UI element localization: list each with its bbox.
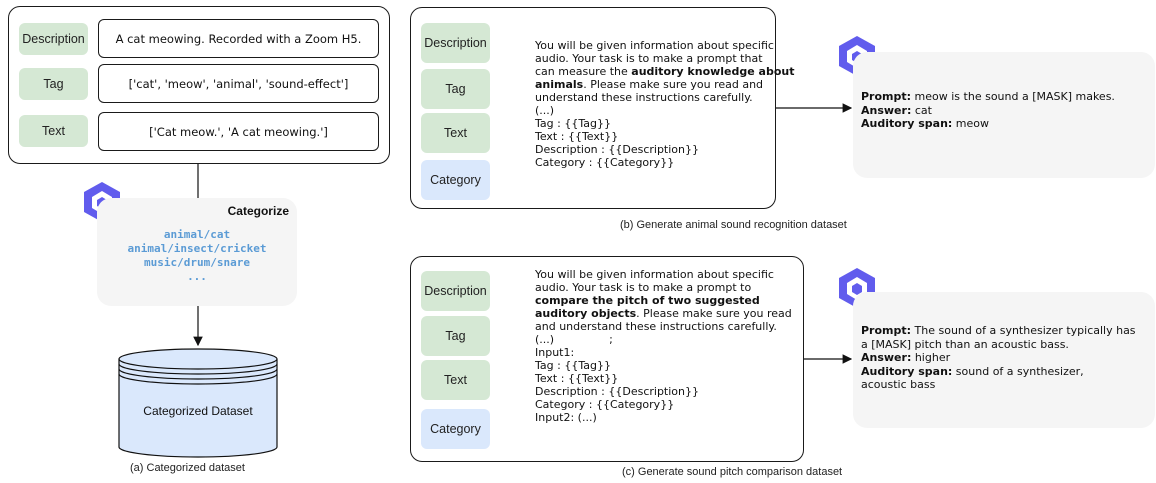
tag-label: Tag — [421, 69, 490, 109]
categorize-box: Categorize animal/cat animal/insect/cric… — [97, 198, 297, 306]
caption-b: (b) Generate animal sound recognition da… — [620, 219, 847, 231]
prompt-line: Category : {{Category}} — [535, 398, 675, 411]
output-box-b: Prompt: meow is the sound a [MASK] makes… — [853, 52, 1155, 178]
prompt-line: audio. Your task is to make a prompt tha… — [535, 52, 763, 65]
tag-label: Tag — [19, 68, 88, 100]
metadata-panel: Description A cat meowing. Recorded with… — [8, 6, 390, 164]
prompt-line: Tag : {{Tag}} — [535, 359, 611, 372]
output-prompt: Prompt: The sound of a synthesizer typic… — [861, 324, 1136, 337]
caption-a: (a) Categorized dataset — [130, 462, 245, 474]
prompt-line: can measure the auditory knowledge about — [535, 65, 795, 78]
prompt-line: (...) — [535, 104, 555, 117]
prompt-line: audio. Your task is to make a prompt to — [535, 281, 752, 294]
output-text: Prompt: The sound of a synthesizer typic… — [861, 324, 1136, 392]
prompt-line: animals. Please make sure you read and — [535, 78, 764, 91]
category-label: Category — [421, 409, 490, 449]
prompt-template: You will be given information about spec… — [535, 268, 792, 424]
prompt-line: You will be given information about spec… — [535, 39, 774, 52]
text-label: Text — [421, 360, 490, 400]
description-label: Description — [19, 23, 88, 55]
prompt-line: Description : {{Description}} — [535, 143, 699, 156]
prompt-line: Description : {{Description}} — [535, 385, 699, 398]
category-list: animal/cat animal/insect/cricket music/d… — [97, 228, 297, 284]
prompt-line: Category : {{Category}} — [535, 156, 675, 169]
database-label: Categorized Dataset — [143, 404, 253, 418]
category-item: ... — [187, 270, 207, 283]
prompt-line: Input1: — [535, 346, 575, 359]
prompt-line: Text : {{Text}} — [535, 372, 619, 385]
database-icon — [118, 348, 278, 458]
prompt-panel-b: Description Tag Text Category You will b… — [410, 7, 795, 209]
prompt-panel-c: Description Tag Text Category You will b… — [410, 256, 804, 462]
output-answer: Answer: higher — [861, 351, 951, 364]
text-value: ['Cat meow.', 'A cat meowing.'] — [98, 112, 379, 151]
output-box-c: Prompt: The sound of a synthesizer typic… — [853, 292, 1155, 428]
prompt-line: (...); — [535, 333, 613, 346]
category-label: Category — [421, 160, 490, 200]
output-text: Prompt: meow is the sound a [MASK] makes… — [861, 90, 1115, 131]
caption-c: (c) Generate sound pitch comparison data… — [622, 466, 843, 478]
prompt-line: You will be given information about spec… — [535, 268, 774, 281]
text-label: Text — [421, 113, 490, 153]
output-span-cont: acoustic bass — [861, 378, 936, 391]
description-value: A cat meowing. Recorded with a Zoom H5. — [98, 19, 379, 58]
prompt-line: Tag : {{Tag}} — [535, 117, 611, 130]
category-item: animal/cat — [163, 228, 231, 241]
output-prompt: Prompt: meow is the sound a [MASK] makes… — [861, 90, 1115, 103]
category-item: animal/insect/cricket — [127, 242, 267, 255]
prompt-line: auditory objects. Please make sure you r… — [535, 307, 792, 320]
output-prompt-cont: a [MASK] pitch than an acoustic bass. — [861, 337, 1069, 351]
prompt-line: understand these instructions carefully. — [535, 91, 753, 104]
output-answer: Answer: cat — [861, 103, 932, 117]
categorize-title: Categorize — [227, 204, 289, 218]
prompt-line: Text : {{Text}} — [535, 130, 619, 143]
prompt-line: and understand these instructions carefu… — [535, 320, 777, 333]
description-label: Description — [421, 23, 490, 63]
prompt-template: You will be given information about spec… — [535, 39, 795, 169]
output-span: Auditory span: meow — [861, 117, 990, 130]
tag-value: ['cat', 'meow', 'animal', 'sound-effect'… — [98, 64, 379, 103]
prompt-line: Input2: (...) — [535, 411, 597, 424]
prompt-line: compare the pitch of two suggested — [535, 294, 760, 307]
description-label: Description — [421, 271, 490, 311]
text-label: Text — [19, 115, 88, 147]
output-span: Auditory span: sound of a synthesizer, — [861, 364, 1084, 378]
tag-label: Tag — [421, 316, 490, 356]
category-item: music/drum/snare — [144, 256, 250, 269]
